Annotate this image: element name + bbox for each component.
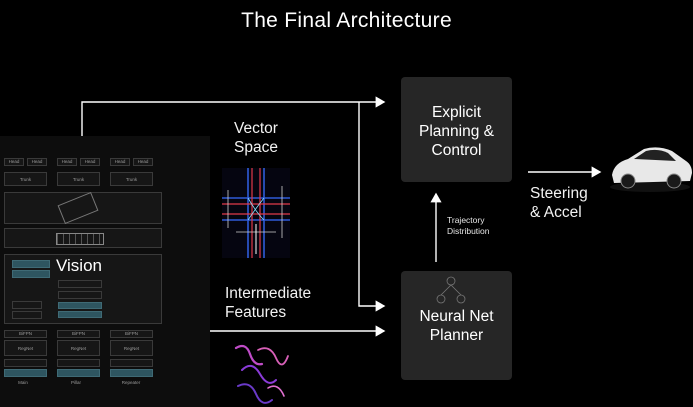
arrow-branch-to-planner [358,102,386,312]
camera-label: Main [18,380,28,385]
bifpn-block: BiFPN [4,330,47,338]
head-block: Head [4,158,24,166]
camera-input-block [57,369,100,377]
planning-control-box: Explicit Planning & Control [401,77,512,182]
head-block: Head [110,158,130,166]
fusion-small-block [12,311,42,319]
arrow-vision-to-planning [81,96,386,136]
trunk-block: Trunk [110,172,153,186]
trunk-block: Trunk [4,172,47,186]
regnet-block: RegNet [110,340,153,356]
bifpn-block: BiFPN [110,330,153,338]
vector-space-label: Vector Space [234,120,278,156]
video-module-block [4,192,162,224]
regnet-block: RegNet [57,340,100,356]
head-block: Head [80,158,100,166]
mlp-block [58,280,102,288]
head-block: Head [57,158,77,166]
camera-label: Repeater [121,380,141,385]
regnet-block: RegNet [4,340,47,356]
rectify-block [110,359,153,367]
fusion-teal-block [12,260,50,268]
neural-net-planner-label: Neural Net Planner [419,308,494,344]
steering-accel-label: Steering & Accel [530,185,588,221]
trunk-block: Trunk [57,172,100,186]
camera-input-block [4,369,47,377]
fusion-teal-block [58,311,102,318]
intermediate-features-label: Intermediate Features [225,285,312,321]
planner-tree-glyph [436,276,466,304]
bifpn-block: BiFPN [57,330,100,338]
head-block: Head [133,158,153,166]
vision-label: Vision [56,256,102,275]
fusion-small-block [12,301,42,309]
camera-label: Pillar [70,380,81,385]
trajectory-distribution-label: Trajectory Distribution [447,215,490,236]
feature-stack-glyph [56,233,104,245]
head-block: Head [27,158,47,166]
page-title: The Final Architecture [241,9,452,32]
mlp-block [58,291,102,299]
rectify-block [57,359,100,367]
fusion-teal-block [12,270,50,278]
vision-network-panel: Head Head Head Head Head Head Trunk Trun… [0,136,210,407]
fusion-teal-block [58,302,102,309]
rectify-block [4,359,47,367]
neural-net-planner-box: Neural Net Planner [401,271,512,380]
planning-control-label: Explicit Planning & Control [419,104,494,159]
camera-input-block [110,369,153,377]
